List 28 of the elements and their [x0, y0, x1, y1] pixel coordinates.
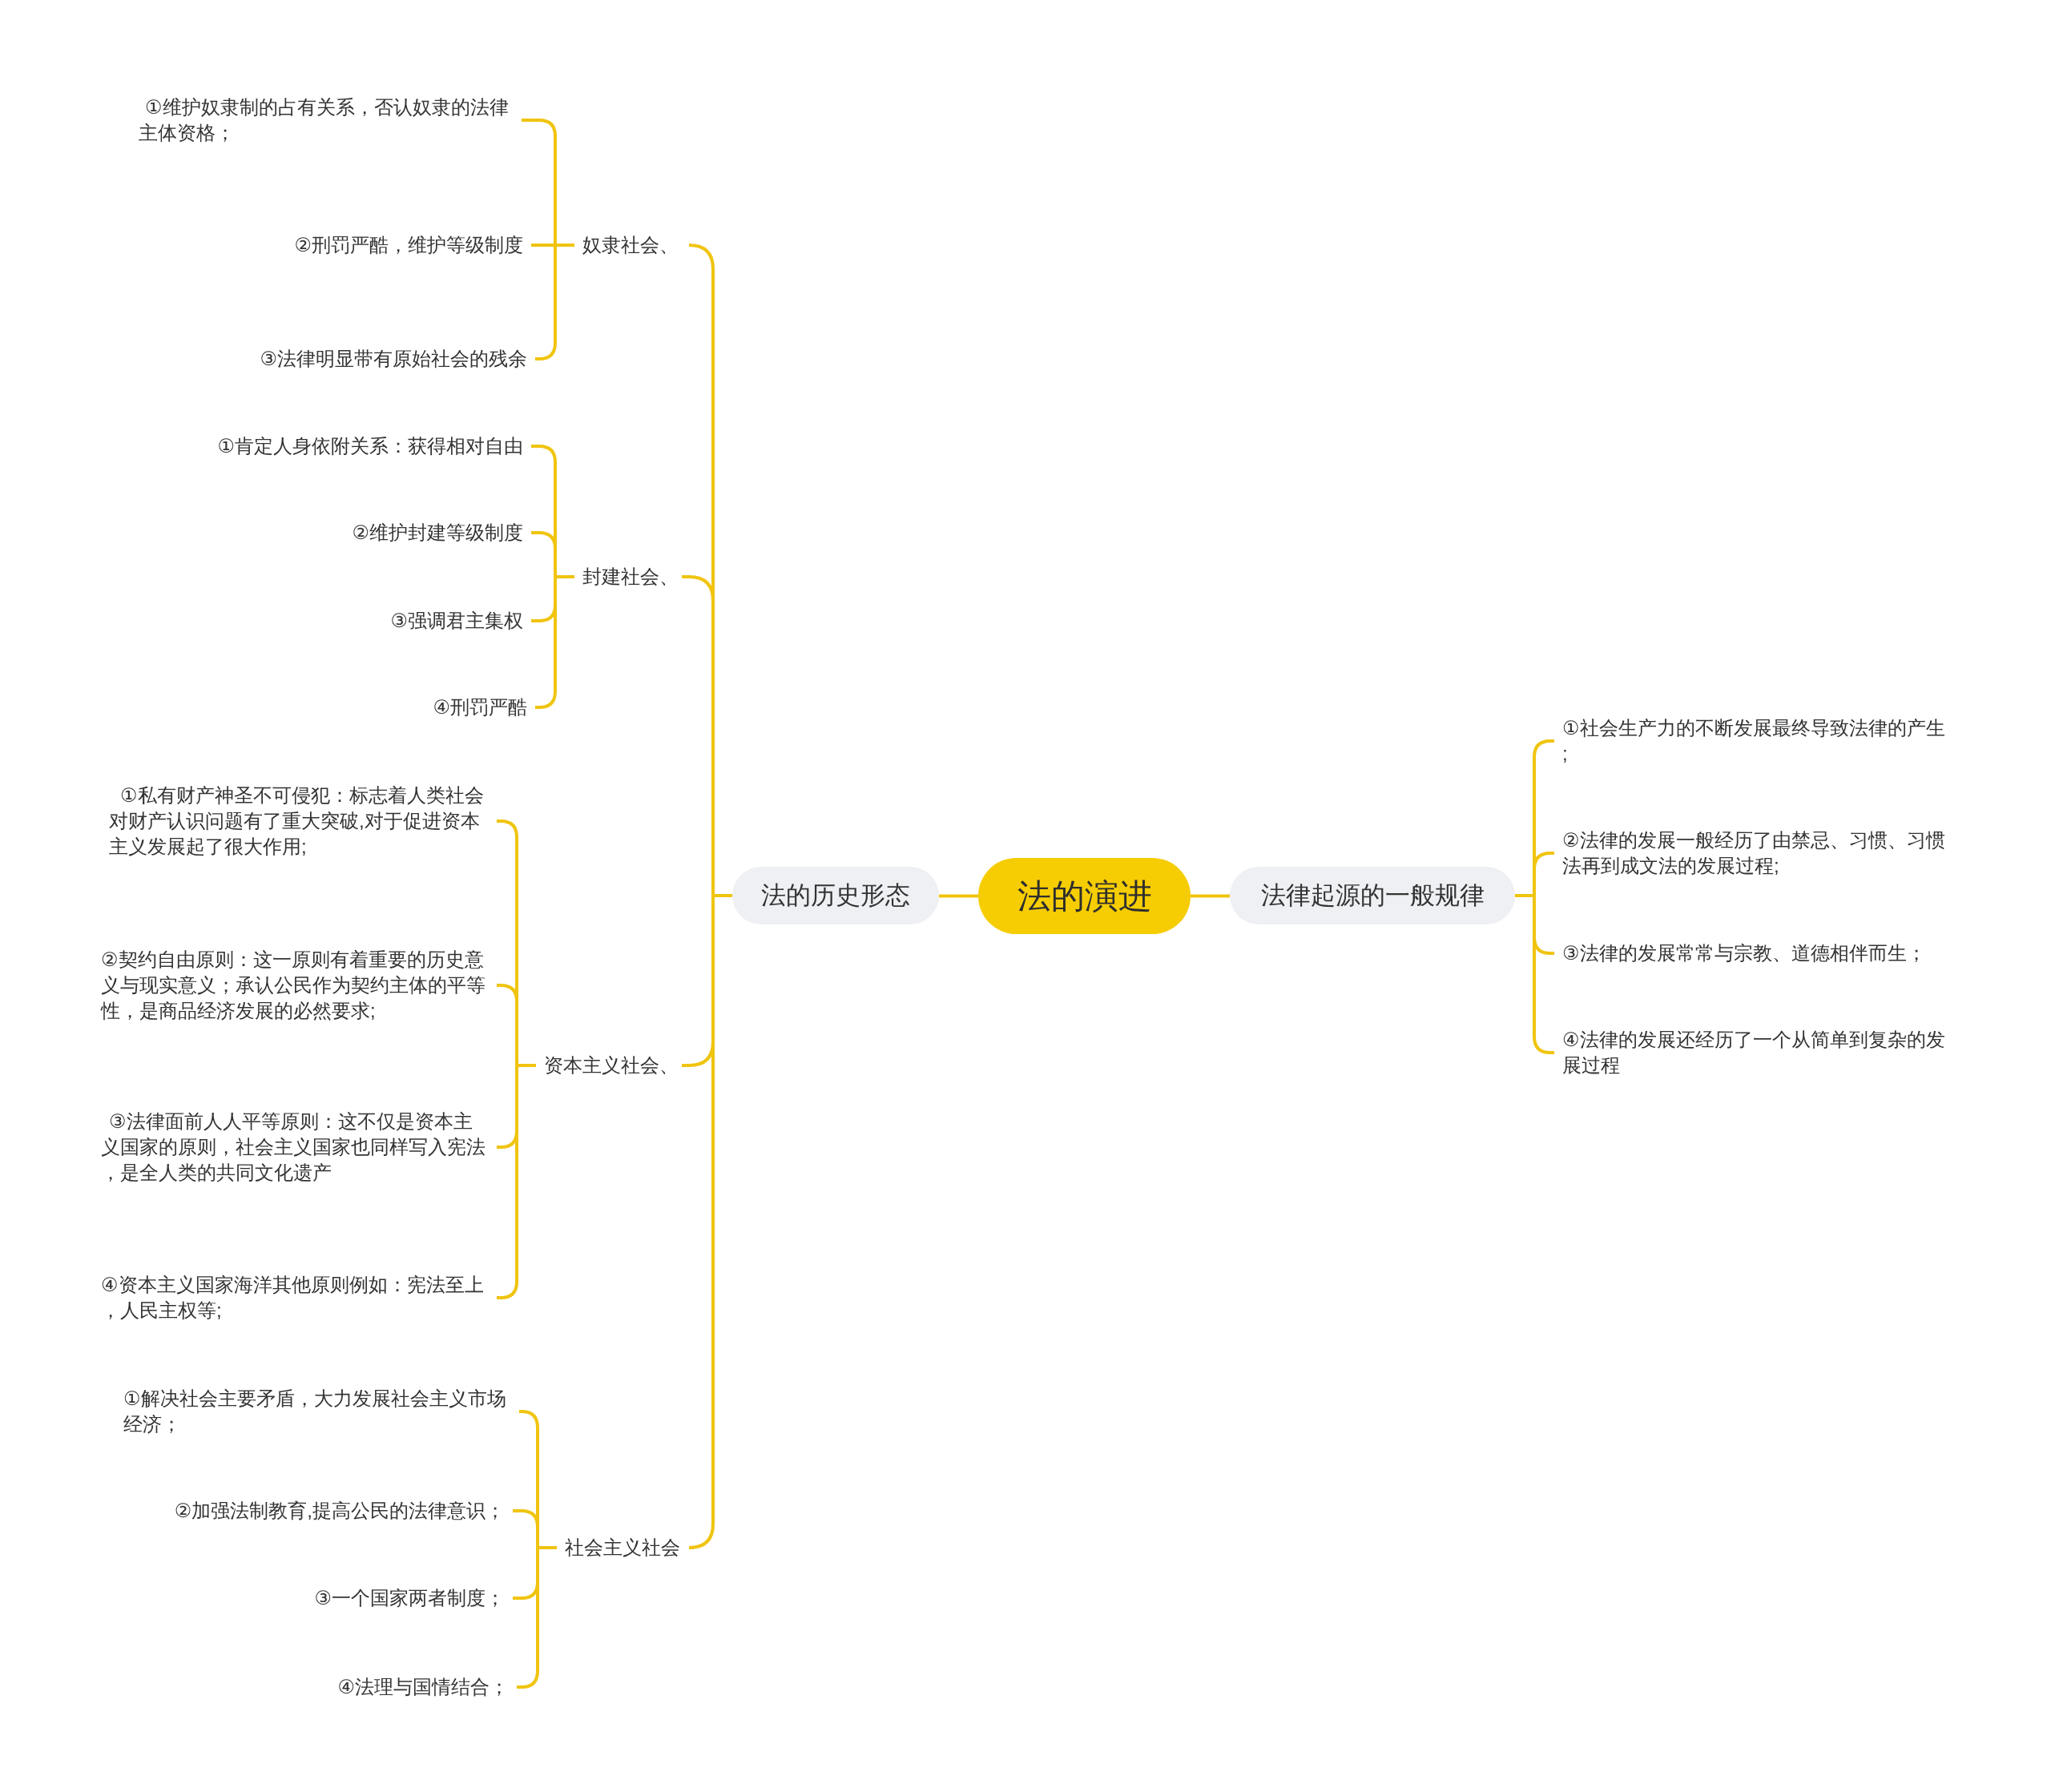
connector-line: [939, 894, 978, 898]
point-text: ①社会生产力的不断发展最终导致法律的产生;: [1554, 714, 1958, 768]
point-text: ④资本主义国家海洋其他原则例如：宪法至上，人民主权等;: [93, 1271, 497, 1325]
point-text: ②法律的发展一般经历了由禁忌、习惯、习惯法再到成文法的发展过程;: [1554, 826, 1958, 880]
point-text: ③强调君主集权: [382, 606, 531, 635]
point-text: ②契约自由原则：这一原则有着重要的历史意义与现实意义；承认公民作为契约主体的平等性，是商品经济发展的必然要求;: [93, 945, 497, 1025]
point-text: ④刑罚严酷: [425, 693, 535, 722]
point-text: ②加强法制教育,提高公民的法律意识；: [166, 1496, 513, 1525]
point-text: ①肯定人身依附关系：获得相对自由: [209, 432, 531, 461]
point-text: ③法律面前人人平等原则：这不仅是资本主义国家的原则，社会主义国家也同样写入宪法，是全人类的共同文化遗产: [93, 1107, 497, 1187]
subtopic-label: 奴隶社会、: [574, 231, 691, 260]
central-topic: 法的演进: [978, 858, 1191, 934]
connector-line: [1191, 894, 1230, 898]
point-text: ③法律的发展常常与宗教、道德相伴而生；: [1554, 939, 1934, 968]
point-text: ③一个国家两者制度；: [306, 1584, 513, 1613]
subtopic-label: 社会主义社会: [557, 1533, 695, 1562]
point-text: ①维护奴隶制的占有关系，否认奴隶的法律主体资格；: [131, 93, 522, 147]
point-text: ②维护封建等级制度: [344, 518, 531, 547]
point-text: ①解决社会主要矛盾，大力发展社会主义市场经济；: [115, 1384, 519, 1439]
subtopic-label: 资本主义社会、: [536, 1051, 682, 1080]
point-text: ④法律的发展还经历了一个从简单到复杂的发展过程: [1554, 1025, 1958, 1080]
point-text: ③法律明显带有原始社会的残余: [252, 344, 535, 373]
point-text: ④法理与国情结合；: [329, 1673, 517, 1701]
topic-pill: 法的历史形态: [732, 867, 939, 924]
subtopic-label: 封建社会、: [574, 562, 682, 591]
point-text: ①私有财产神圣不可侵犯：标志着人类社会对财产认识问题有了重大突破,对于促进资本主义发展起了很大作用;: [101, 781, 497, 861]
point-text: ②刑罚严酷，维护等级制度: [286, 231, 531, 260]
topic-pill: 法律起源的一般规律: [1230, 867, 1515, 924]
